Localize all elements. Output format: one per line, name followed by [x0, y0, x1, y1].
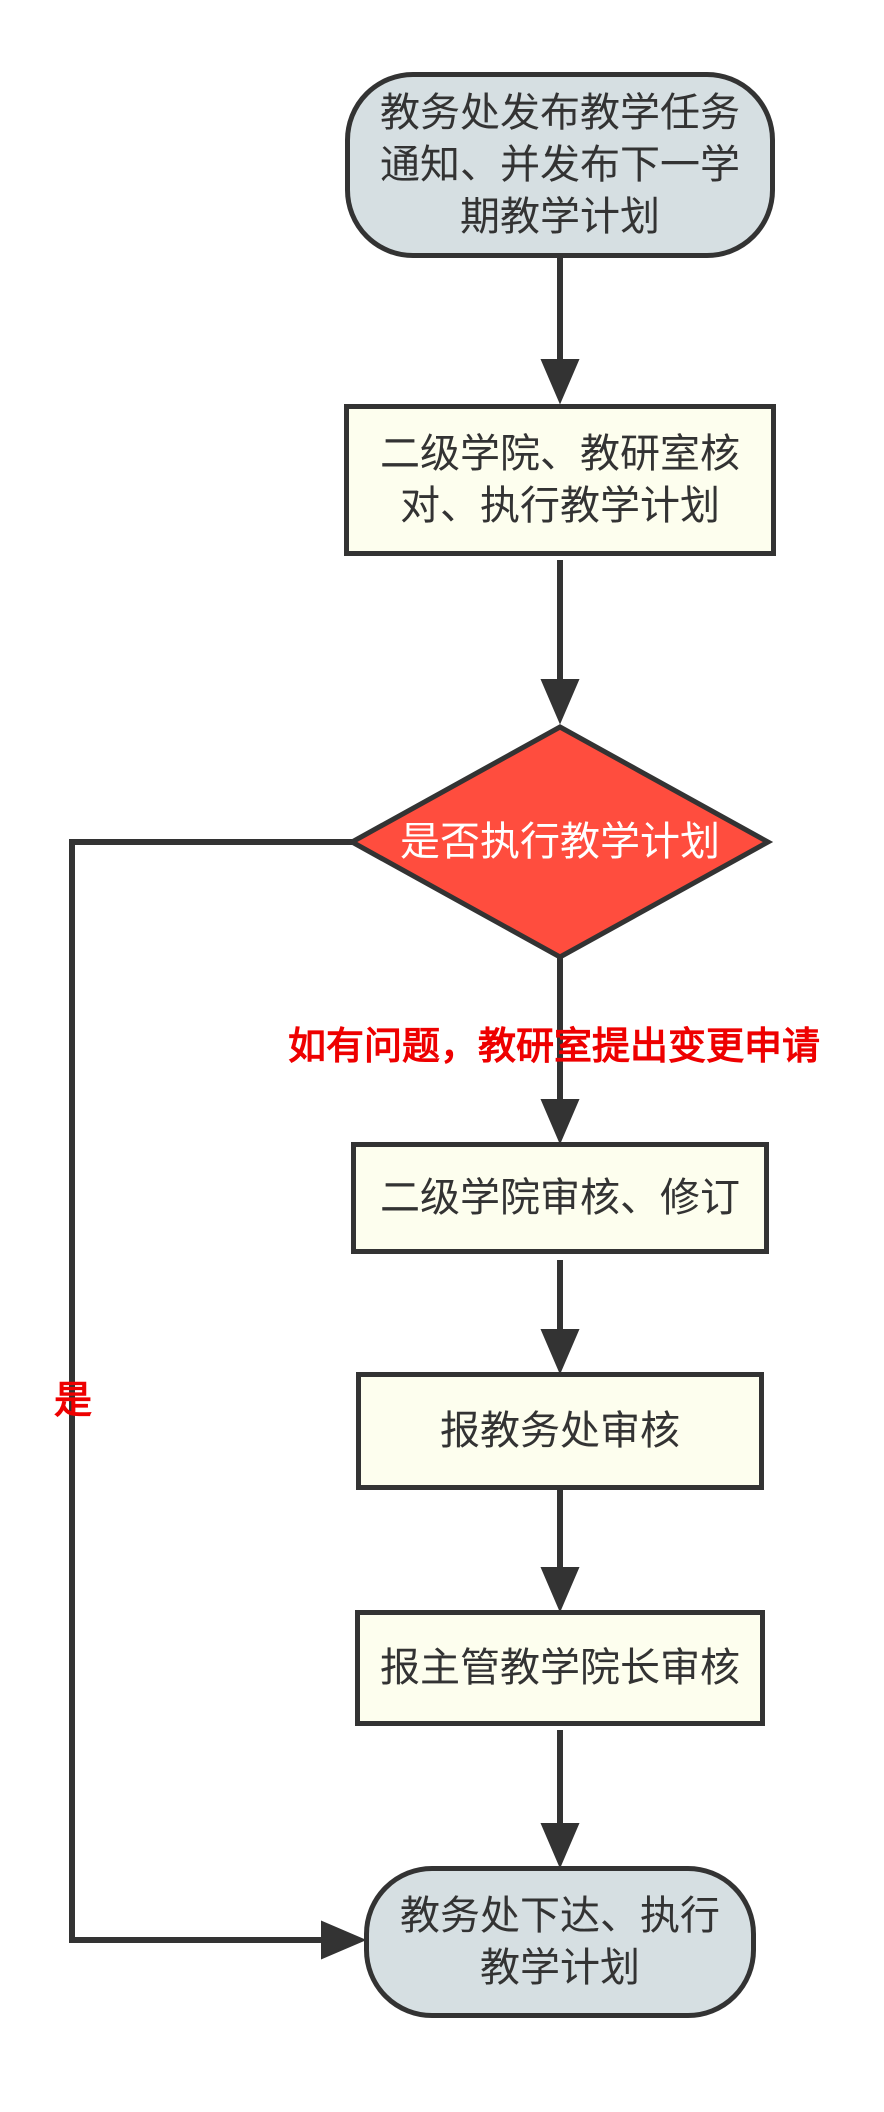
submit-dean-node: 报主管教学院长审核 [355, 1610, 765, 1726]
decision-diamond [346, 724, 774, 960]
edge-label-yes: 是 [54, 1378, 93, 1422]
review-node: 二级学院审核、修订 [351, 1142, 769, 1254]
edge-label-change-request: 如有问题，教研室提出变更申请 [288, 1024, 821, 1068]
arrowhead-icon [540, 1099, 580, 1145]
start-node: 教务处发布教学任务通知、并发布下一学期教学计划 [345, 72, 775, 258]
arrowhead-icon [540, 359, 580, 405]
submit-dean-node-label: 报主管教学院长审核 [380, 1645, 740, 1691]
arrowhead-icon [540, 1823, 580, 1869]
arrowhead-icon [540, 679, 580, 725]
verify-node-label: 二级学院、教研室核对、执行教学计划 [380, 431, 740, 529]
submit-office-node-label: 报教务处审核 [440, 1408, 680, 1454]
end-node: 教务处下达、执行教学计划 [364, 1866, 756, 2018]
arrowhead-icon [540, 1329, 580, 1375]
review-node-label: 二级学院审核、修订 [380, 1175, 740, 1221]
end-node-label: 教务处下达、执行教学计划 [400, 1893, 720, 1991]
start-node-label: 教务处发布教学任务通知、并发布下一学期教学计划 [380, 90, 740, 240]
submit-office-node: 报教务处审核 [356, 1372, 764, 1490]
arrowhead-icon [321, 1920, 367, 1960]
verify-node: 二级学院、教研室核对、执行教学计划 [344, 404, 776, 556]
arrowhead-icon [540, 1567, 580, 1613]
connector-decision-yes-to-end [69, 839, 352, 1943]
decision-node-label: 是否执行教学计划 [400, 819, 720, 865]
